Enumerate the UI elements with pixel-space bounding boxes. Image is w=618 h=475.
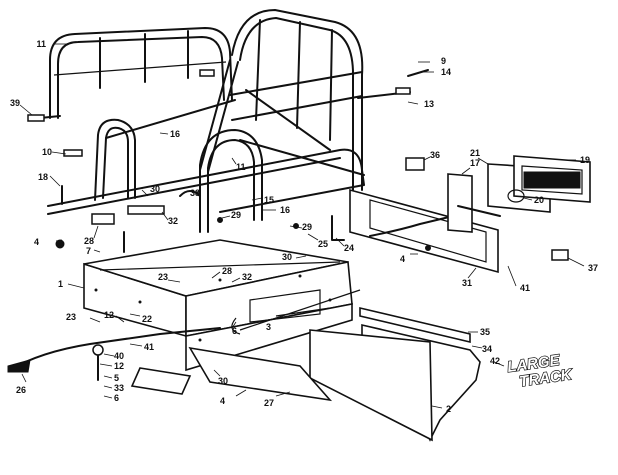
callout: 15: [264, 195, 274, 205]
callout: 11: [36, 39, 46, 49]
callout: 5: [114, 373, 119, 383]
callout: 33: [114, 383, 124, 393]
callout: 22: [142, 314, 152, 324]
rear-panel: [349, 157, 499, 274]
callout: 14: [441, 67, 451, 77]
callout: 18: [38, 172, 48, 182]
large-track-logo: LARGE TRACK: [505, 351, 574, 391]
callouts: 11 9 14 39 13 16 11 10 18 30 38 15 29 36…: [10, 39, 598, 414]
callout: 4: [34, 237, 39, 247]
side-rail-frame: [27, 99, 365, 233]
callout: 35: [480, 327, 490, 337]
callout: 7: [86, 246, 91, 256]
mud-flaps: [130, 306, 481, 442]
callout: 11: [236, 162, 246, 172]
callout: 6: [232, 326, 237, 336]
front-cage-frame: [199, 9, 429, 191]
callout: 30: [150, 184, 160, 194]
tail-light-assembly: [447, 155, 591, 261]
callout: 10: [42, 147, 52, 157]
callout: 30: [282, 252, 292, 262]
callout: 41: [144, 342, 154, 352]
callout: 36: [430, 150, 440, 160]
callout: 12: [114, 361, 124, 371]
callout: 27: [264, 398, 274, 408]
cables: [7, 289, 361, 381]
callout: 37: [588, 263, 598, 273]
callout: 26: [16, 385, 26, 395]
callout: 24: [344, 243, 354, 253]
callout: 32: [242, 272, 252, 282]
callout: 28: [84, 236, 94, 246]
callout: 6: [114, 393, 119, 403]
callout: 20: [534, 195, 544, 205]
callout: 3: [266, 322, 271, 332]
callout: 31: [462, 278, 472, 288]
callout: 42: [490, 356, 500, 366]
callout: 23: [158, 272, 168, 282]
callout: 21: [470, 148, 480, 158]
callout: 19: [580, 155, 590, 165]
callout: 40: [114, 351, 124, 361]
callout: 38: [190, 188, 200, 198]
callout: 13: [424, 99, 434, 109]
callout: 4: [220, 396, 225, 406]
callout: 32: [168, 216, 178, 226]
callout: 28: [222, 266, 232, 276]
callout: 9: [441, 56, 446, 66]
callout: 39: [10, 98, 20, 108]
callout: 30: [218, 376, 228, 386]
callout: 16: [170, 129, 180, 139]
callout: 4: [400, 254, 405, 264]
callout: 17: [470, 158, 480, 168]
callout: 12: [104, 310, 114, 320]
callout: 16: [280, 205, 290, 215]
callout: 29: [231, 210, 241, 220]
callout: 25: [318, 239, 328, 249]
callout: 34: [482, 344, 492, 354]
callout: 29: [302, 222, 312, 232]
callout: 1: [58, 279, 63, 289]
callout: 2: [446, 404, 451, 414]
callout: 23: [66, 312, 76, 322]
callout: 41: [520, 283, 530, 293]
rear-rail-frame: [39, 27, 233, 119]
